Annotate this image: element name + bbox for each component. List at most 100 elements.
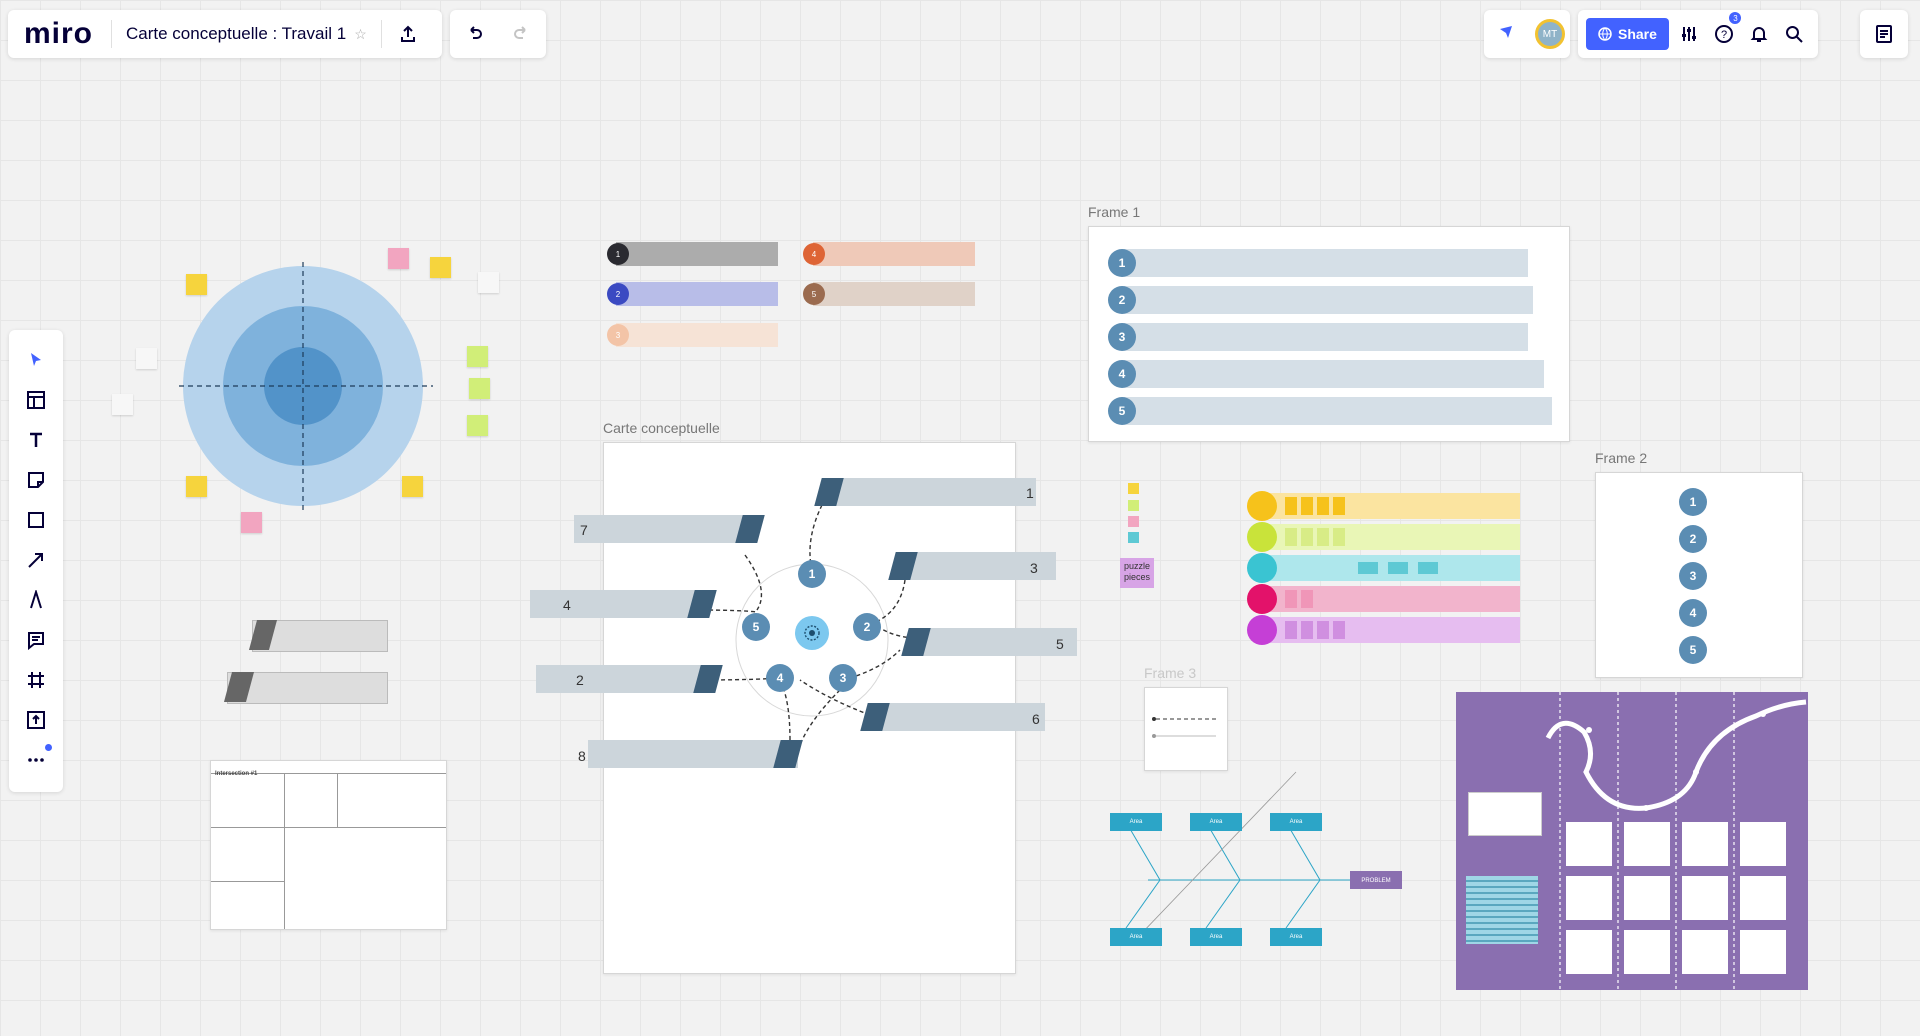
progress-pill[interactable]: [616, 282, 778, 306]
intersection-table[interactable]: Intersection #1: [210, 760, 447, 930]
pen-icon: [30, 590, 42, 609]
pen-tool[interactable]: [18, 582, 54, 618]
frame-tool[interactable]: [18, 662, 54, 698]
help-button[interactable]: ? 3: [1708, 12, 1742, 52]
concept-number: 7: [580, 522, 588, 538]
export-button[interactable]: [390, 16, 426, 52]
frame2-number: 3: [1679, 562, 1707, 590]
redo-button[interactable]: [504, 16, 540, 52]
concept-bar[interactable]: [574, 515, 754, 543]
share-label: Share: [1618, 26, 1657, 42]
board-menu-panel: [1860, 10, 1908, 58]
fishbone-area: Area: [1289, 934, 1303, 940]
brain-icon[interactable]: [795, 616, 829, 650]
concept-bar[interactable]: [530, 590, 700, 618]
board-menu-button[interactable]: [1866, 16, 1902, 52]
miro-logo[interactable]: miro: [24, 17, 94, 50]
sticky-note[interactable]: [388, 248, 409, 269]
journey-card: [1740, 876, 1786, 920]
frame1-bar: [1122, 323, 1528, 351]
left-toolbar: [9, 330, 63, 792]
journey-card: [1624, 930, 1670, 974]
document-list-icon: [1876, 25, 1892, 43]
sticky-note[interactable]: [402, 476, 423, 497]
arrow-icon: [28, 553, 43, 568]
board-title[interactable]: Carte conceptuelle : Travail 1: [126, 24, 347, 43]
puzzle-swatch[interactable]: [1128, 483, 1139, 494]
frame2-number: 2: [1679, 525, 1707, 553]
concept-node[interactable]: 2: [853, 613, 881, 641]
text-tool[interactable]: [18, 422, 54, 458]
progress-pill[interactable]: [616, 242, 778, 266]
concept-node[interactable]: 3: [829, 664, 857, 692]
sticky-note-tool[interactable]: [18, 462, 54, 498]
sticky-note[interactable]: [186, 476, 207, 497]
puzzle-label[interactable]: puzzle pieces: [1120, 558, 1154, 588]
sticky-note[interactable]: [467, 415, 488, 436]
pill-number: 3: [607, 324, 629, 346]
concept-bar[interactable]: [880, 703, 1045, 731]
pill-number: 4: [803, 243, 825, 265]
concept-node[interactable]: 1: [798, 560, 826, 588]
sticky-note[interactable]: [241, 512, 262, 533]
connector-tool[interactable]: [18, 542, 54, 578]
frame3[interactable]: [1144, 687, 1228, 771]
search-button[interactable]: [1779, 16, 1810, 52]
progress-pill[interactable]: [813, 282, 975, 306]
collab-panel: MT: [1484, 10, 1570, 58]
upload-tool[interactable]: [18, 702, 54, 738]
color-row-dot: [1247, 584, 1277, 614]
progress-pill[interactable]: [813, 242, 975, 266]
frame2-label[interactable]: Frame 2: [1595, 450, 1648, 466]
undo-button[interactable]: [456, 16, 492, 52]
comment-tool[interactable]: [18, 622, 54, 658]
frame1-label[interactable]: Frame 1: [1088, 204, 1141, 220]
sticky-note[interactable]: [186, 274, 207, 295]
templates-tool[interactable]: [18, 382, 54, 418]
fishbone-diagram[interactable]: [1098, 770, 1408, 950]
concept-node[interactable]: 4: [766, 664, 794, 692]
journey-board[interactable]: [1456, 692, 1808, 990]
frame1-number: 1: [1108, 249, 1136, 277]
notifications-button[interactable]: [1743, 16, 1774, 52]
sticky-note[interactable]: [478, 272, 499, 293]
frame3-label[interactable]: Frame 3: [1144, 665, 1197, 681]
share-button[interactable]: Share: [1586, 18, 1669, 50]
sticky-note[interactable]: [467, 346, 488, 367]
concept-node[interactable]: 5: [742, 613, 770, 641]
puzzle-swatch[interactable]: [1128, 500, 1139, 511]
row-squares: [1285, 621, 1345, 639]
reactions-button[interactable]: [1489, 16, 1525, 52]
settings-button[interactable]: [1673, 16, 1704, 52]
fishbone-area: Area: [1209, 819, 1223, 825]
concept-bar[interactable]: [922, 628, 1077, 656]
journey-card: [1682, 822, 1728, 866]
concept-map-label[interactable]: Carte conceptuelle: [603, 420, 720, 436]
concept-bar[interactable]: [823, 478, 1036, 506]
sticky-note[interactable]: [136, 348, 157, 369]
puzzle-swatch[interactable]: [1128, 516, 1139, 527]
right-actions-panel: Share ? 3: [1578, 10, 1818, 58]
journey-card: [1740, 930, 1786, 974]
more-tools-button[interactable]: [18, 742, 54, 778]
concept-bar[interactable]: [588, 740, 798, 768]
star-icon[interactable]: ☆: [354, 25, 367, 42]
target-diagram[interactable]: [175, 260, 435, 510]
intersection-grid: [211, 773, 446, 929]
sticky-note[interactable]: [112, 394, 133, 415]
shape-tool[interactable]: [18, 502, 54, 538]
help-icon: ?: [1714, 25, 1733, 43]
avatar[interactable]: MT: [1535, 19, 1565, 49]
concept-bar[interactable]: [536, 665, 708, 693]
select-tool[interactable]: [18, 342, 54, 378]
fishbone-area: Area: [1289, 819, 1303, 825]
puzzle-swatch[interactable]: [1128, 532, 1139, 543]
frame1-number: 3: [1108, 323, 1136, 351]
progress-pill[interactable]: [616, 323, 778, 347]
gray-tag[interactable]: [227, 672, 388, 704]
sticky-note[interactable]: [430, 257, 451, 278]
frame3-lines: [1152, 717, 1216, 738]
sticky-note[interactable]: [469, 378, 490, 399]
concept-bar[interactable]: [898, 552, 1056, 580]
